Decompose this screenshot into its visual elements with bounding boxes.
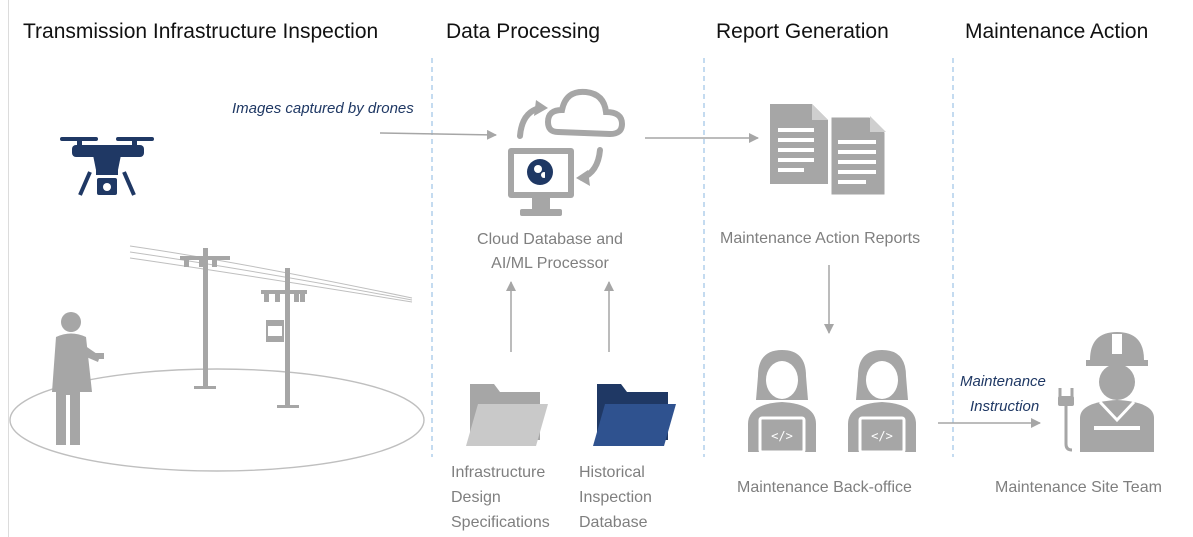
section-maintenance-title: Maintenance Action [965,20,1149,43]
history-db-label: Historical Inspection Database [579,460,652,535]
cloud-label-line2: AI/ML Processor [491,255,609,272]
monitor-ai-icon [508,148,574,216]
arrow-drone-to-cloud [379,129,497,140]
infra-label-line2: Design [451,489,501,506]
hist-label-line1: Historical [579,464,645,481]
inspection-area [9,368,425,472]
section-processing-title: Data Processing [446,20,601,43]
instruction-label-line1: Maintenance [960,373,1046,390]
cloud-label-line1: Cloud Database and [477,231,623,248]
svg-text:</>: </> [771,429,793,443]
images-captured-label: Images captured by drones [232,100,414,117]
cloud-processor-label: Cloud Database and AI/ML Processor [460,228,640,276]
section-report-title: Report Generation [716,20,889,43]
infra-label-line1: Infrastructure [451,464,546,481]
site-team-label: Maintenance Site Team [995,479,1162,496]
hist-label-line2: Inspection [579,489,652,506]
operator-silhouette-icon [52,312,104,445]
engineer-icon-1: </> [748,350,816,454]
power-poles-icon [129,245,413,408]
engineer-icon-2: </> [848,350,916,454]
documents-icon [770,104,888,198]
svg-text:</>: </> [871,429,893,443]
frame-edge [8,0,9,537]
section-inspection-title: Transmission Infrastructure Inspection [23,20,379,43]
site-worker-icon [1058,332,1154,452]
folder-icon-gray [466,384,548,446]
hist-label-line3: Database [579,514,648,531]
folder-icon-navy [593,384,676,446]
reports-label: Maintenance Action Reports [720,230,921,247]
infra-spec-label: Infrastructure Design Specifications [451,460,550,535]
instruction-label-line2: Instruction [970,398,1040,415]
infra-label-line3: Specifications [451,514,550,531]
drone-icon [60,137,154,196]
backoffice-label: Maintenance Back-office [737,479,912,496]
